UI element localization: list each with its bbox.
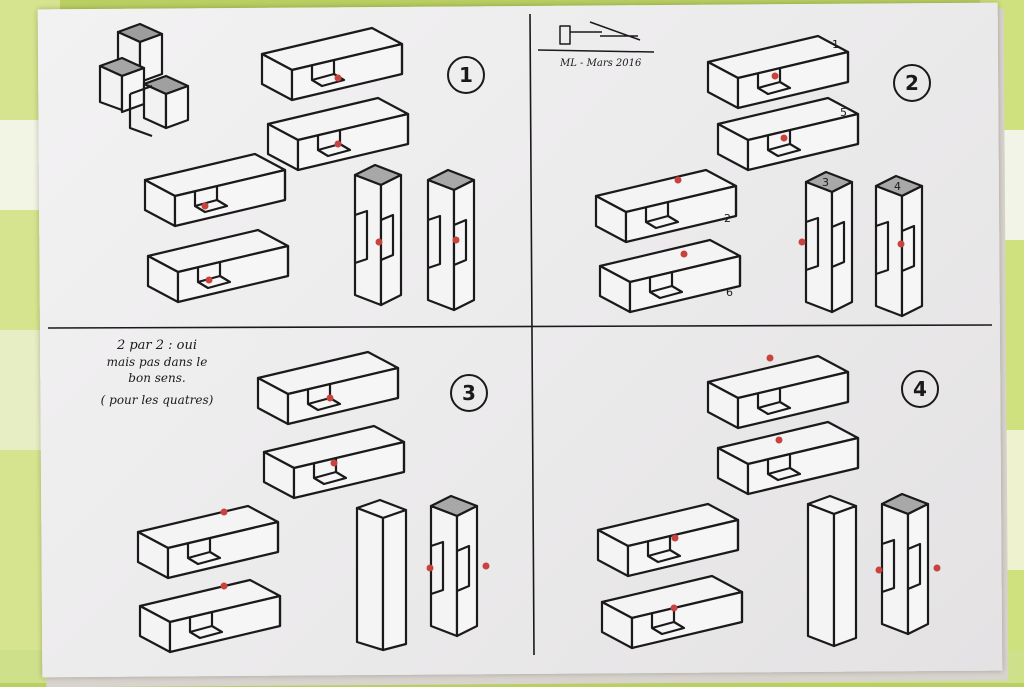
piece-label-3: 3 xyxy=(822,176,829,189)
tall-bar-panel-3 xyxy=(355,498,408,652)
signature: ML - Mars 2016 xyxy=(560,58,642,69)
piece-label-6: 6 xyxy=(726,286,733,299)
panel-3-drawing xyxy=(136,350,490,654)
handwritten-note: 2 par 2 : oui mais pas dans le bon sens.… xyxy=(72,338,242,408)
panel-1-drawing xyxy=(98,22,476,312)
piece-label-2: 2 xyxy=(724,212,731,225)
panel-dividers xyxy=(47,13,993,656)
piece-label-1: 1 xyxy=(832,38,839,51)
note-line-2: mais pas dans le xyxy=(106,355,208,369)
note-line-4: ( pour les quatres) xyxy=(100,393,214,407)
note-line-1: 2 par 2 : oui xyxy=(116,338,198,353)
panel-number-3: 3 xyxy=(450,374,488,412)
panel-2-drawing xyxy=(537,21,924,318)
panel-number-4: 4 xyxy=(901,370,939,408)
piece-label-4: 4 xyxy=(894,180,901,193)
panel-number-2: 2 xyxy=(893,64,931,102)
panel-number-1: 1 xyxy=(447,56,485,94)
panel-4-drawing xyxy=(596,354,941,650)
note-line-3: bon sens. xyxy=(128,371,186,385)
piece-label-5: 5 xyxy=(840,106,847,119)
tall-bar-panel-4 xyxy=(806,494,858,648)
